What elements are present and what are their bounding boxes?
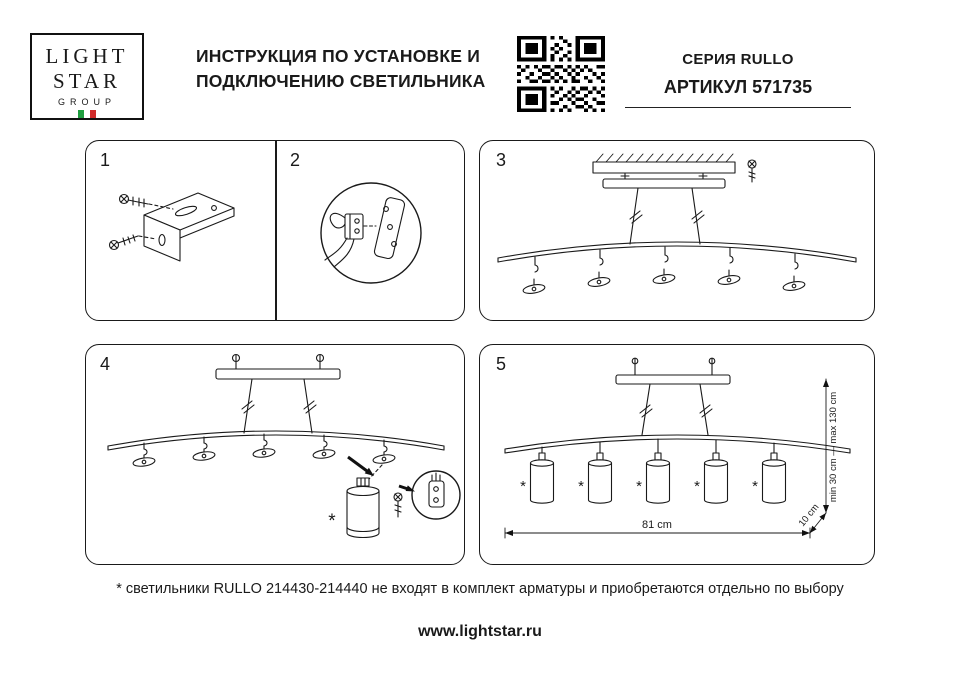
lightstar-logo: LIGHT STAR GROUP [30,33,144,120]
logo-text-star: STAR [53,69,121,93]
asterisk-note: * [578,478,584,495]
step-3-number: 3 [496,150,507,170]
step-5-number: 5 [496,354,507,374]
hook-and-disk [652,246,676,284]
hook-and-disk [252,433,276,458]
series-label: СЕРИЯ RULLO [682,51,794,68]
panel-step-3: 3 [479,140,875,321]
asterisk-note: * [636,478,642,495]
hook-and-disk [132,442,156,467]
screw-icon [393,492,403,518]
step-3-bar-drawing [497,153,857,294]
title-line-2: ПОДКЛЮЧЕНИЮ СВЕТИЛЬНИКА [196,70,486,91]
panel-steps-1-2: 1 2 [85,140,465,321]
logo-text-group: GROUP [57,97,116,107]
hook-and-disk [312,434,336,459]
footnote: * светильники RULLO 214430-214440 не вхо… [116,581,844,597]
step-2-number: 2 [290,150,301,170]
step-1-bracket-drawing [108,192,235,262]
pendant-shade [529,446,555,504]
hook-and-disk [522,256,546,294]
hook-and-disk [587,249,611,287]
asterisk-note: * [694,478,700,495]
logo-text-light: LIGHT [45,44,129,68]
dimension-arrowheads [505,379,829,536]
asterisk-note: * [520,478,526,495]
panel-step-5: 5 [479,344,875,565]
pendant-shade [703,439,729,504]
hook-and-disk [782,253,806,291]
panel-step-4: 4 [85,344,465,565]
italy-flag-icon [78,110,96,118]
width-dimension-label: 81 cm [642,519,672,531]
page-title: ИНСТРУКЦИЯ ПО УСТАНОВКЕ И ПОДКЛЮЧЕНИЮ СВ… [196,44,486,93]
step-2-wiring-drawing [320,182,422,284]
step-4-assembly-drawing: * [107,353,461,539]
asterisk-note: * [752,478,758,495]
asterisk-note: * [328,511,336,532]
hook-and-disk [717,247,741,285]
qr-code-icon [517,36,605,112]
step-1-number: 1 [100,150,111,170]
website-url: www.lightstar.ru [418,623,542,640]
hook-and-disk [192,436,216,461]
hook-and-disk [372,439,396,464]
step-4-number: 4 [100,354,111,374]
height-dimension-label: min 30 cm — max 130 cm [828,392,839,502]
article-label: АРТИКУЛ 571735 [625,77,851,108]
panel-divider [275,141,277,320]
pendant-shade [587,441,613,504]
direction-arrow [364,467,415,492]
pendant-shade [761,442,787,504]
title-line-1: ИНСТРУКЦИЯ ПО УСТАНОВКЕ И [196,46,480,66]
screw-icon [747,159,757,183]
step-5-final-drawing: * * * * * 81 cm min 30 cm — max 130 cm 1… [504,357,851,539]
product-info: СЕРИЯ RULLO АРТИКУЛ 571735 [625,51,851,108]
pendant-shade [645,438,671,504]
depth-dimension-label: 10 cm [797,502,822,529]
